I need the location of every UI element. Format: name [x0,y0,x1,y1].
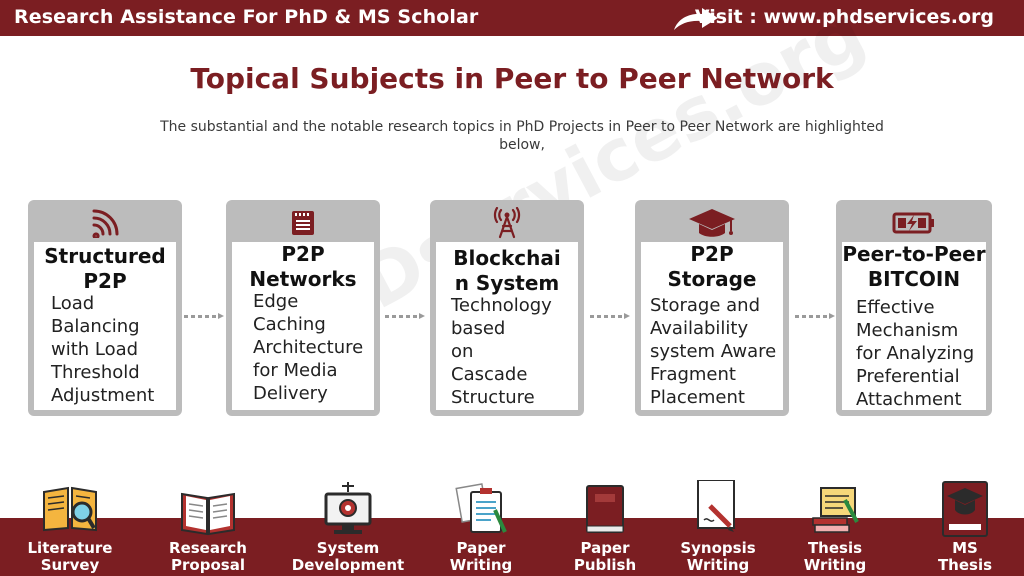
service-label: Literature Survey [27,539,113,574]
card-title: Structured P2P [44,244,166,293]
service-label: System Development [291,539,405,574]
battery-charging-icon [892,212,934,234]
clipboard-pen-icon [455,483,507,533]
page-subtitle: The substantial and the notable research… [160,119,884,153]
card-title: P2P Networks [249,242,357,291]
service-ms-thesis[interactable]: MS Thesis [895,480,1024,574]
card-title: Blockchai n System [453,246,561,295]
visit-link[interactable]: Visit : www.phdservices.org [694,6,994,28]
service-label: Synopsis Writing [680,539,756,574]
service-paper-writing[interactable]: Paper Writing [411,480,551,574]
page-title: Topical Subjects in Peer to Peer Network [190,62,834,95]
curved-arrow-icon [674,8,718,30]
service-thesis-writing[interactable]: Thesis Writing [765,480,905,574]
service-synopsis-writing[interactable]: Synopsis Writing [648,480,788,574]
closed-book-icon [586,485,624,533]
card-title: Peer-to-Peer BITCOIN [842,242,986,291]
service-label: Paper Publish [573,539,637,574]
topic-card-bitcoin: Peer-to-Peer BITCOIN Effective Mechanism… [836,200,992,416]
service-label: Paper Writing [449,539,513,574]
paper-pen-icon [697,480,735,532]
card-text: Load Balancing with Load Threshold Adjus… [51,293,155,406]
service-system-development[interactable]: System Development [278,480,418,574]
dotted-arrow-icon [795,313,835,319]
dotted-arrow-icon [184,313,224,319]
card-text: Edge Caching Architecture for Media Deli… [253,291,364,404]
open-book-icon [181,492,235,536]
topic-card-p2p-networks: P2P Networks Edge Caching Architecture f… [226,200,380,416]
service-research-proposal[interactable]: Research Proposal [138,480,278,574]
service-paper-publish[interactable]: Paper Publish [535,480,675,574]
server-list-icon [292,211,314,235]
dotted-arrow-icon [385,313,425,319]
card-title: P2P Storage [667,242,757,291]
card-text: Effective Mechanism for Analyzing Prefer… [856,297,975,410]
computer-gear-icon [324,482,372,534]
service-literature-survey[interactable]: Literature Survey [0,480,140,574]
dotted-arrow-icon [590,313,630,319]
header-bar: Research Assistance For PhD & MS Scholar… [0,0,1024,36]
card-text: Storage and Availability system Aware Fr… [650,295,777,408]
graduate-book-icon [942,481,988,537]
topic-card-p2p-storage: P2P Storage Storage and Availability sys… [635,200,789,416]
service-label: Research Proposal [169,539,247,574]
brand-text: Research Assistance For PhD & MS Scholar [14,6,479,28]
services-bar [0,518,1024,576]
graduation-cap-icon [689,209,735,237]
service-label: Thesis Writing [803,539,867,574]
antenna-tower-icon [493,207,521,239]
service-label: MS Thesis [937,539,993,574]
card-text: Technology based on Cascade Structure [451,295,552,408]
book-magnifier-icon [43,486,97,532]
scroll-books-icon [812,487,859,533]
topic-card-blockchain-system: Blockchai n System Technology based on C… [430,200,584,416]
topic-card-structured-p2p: Structured P2P Load Balancing with Load … [28,200,182,416]
wifi-signal-icon [92,209,119,238]
